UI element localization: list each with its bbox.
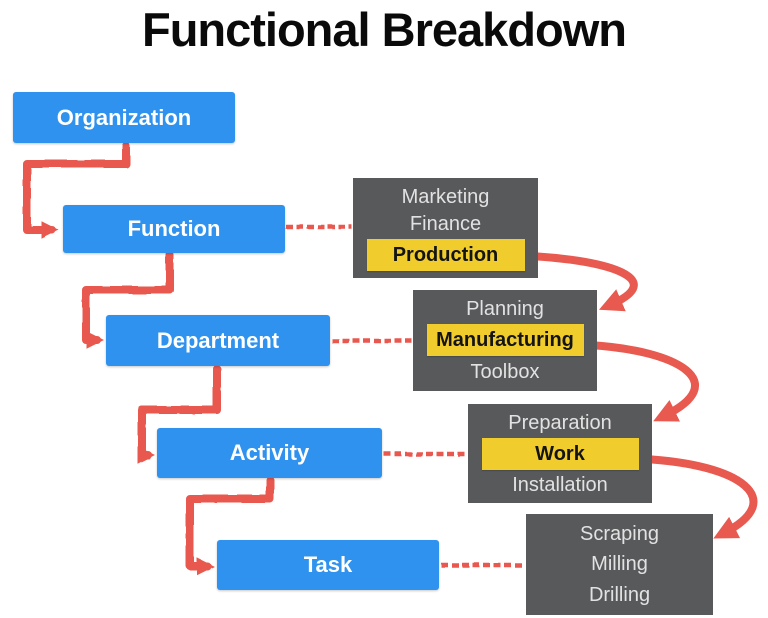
detail-box-task-examples: Scraping Milling Drilling <box>526 514 713 615</box>
diagram-title: Functional Breakdown <box>142 3 627 56</box>
level-label: Activity <box>229 440 310 465</box>
level-label: Organization <box>56 104 192 130</box>
detail-box-function-examples: Marketing Finance Production <box>353 178 538 278</box>
detail-item: Milling <box>591 553 648 576</box>
level-box-function: Function <box>63 205 285 253</box>
level-box-department: Department <box>106 315 330 366</box>
detail-item: Finance <box>409 212 482 235</box>
detail-item: Scraping <box>580 523 659 546</box>
detail-item: Preparation <box>508 411 612 434</box>
level-box-activity: Activity <box>157 428 382 478</box>
detail-item: Marketing <box>401 185 490 208</box>
detail-box-activity-examples: Preparation Work Installation <box>468 404 652 503</box>
level-box-task: Task <box>217 540 439 590</box>
level-label: Function <box>127 216 221 241</box>
detail-item: Planning <box>466 297 544 320</box>
detail-item: Drilling <box>588 583 651 606</box>
level-label: Department <box>156 327 280 353</box>
detail-item-highlighted: Manufacturing <box>426 324 584 357</box>
detail-box-department-examples: Planning Manufacturing Toolbox <box>413 290 597 391</box>
detail-item-highlighted: Work <box>481 437 639 470</box>
level-box-organization: Organization <box>13 92 235 143</box>
detail-item-highlighted: Production <box>366 239 525 272</box>
level-label: Task <box>303 552 353 577</box>
detail-item: Installation <box>512 473 608 496</box>
detail-item: Toolbox <box>470 361 540 384</box>
